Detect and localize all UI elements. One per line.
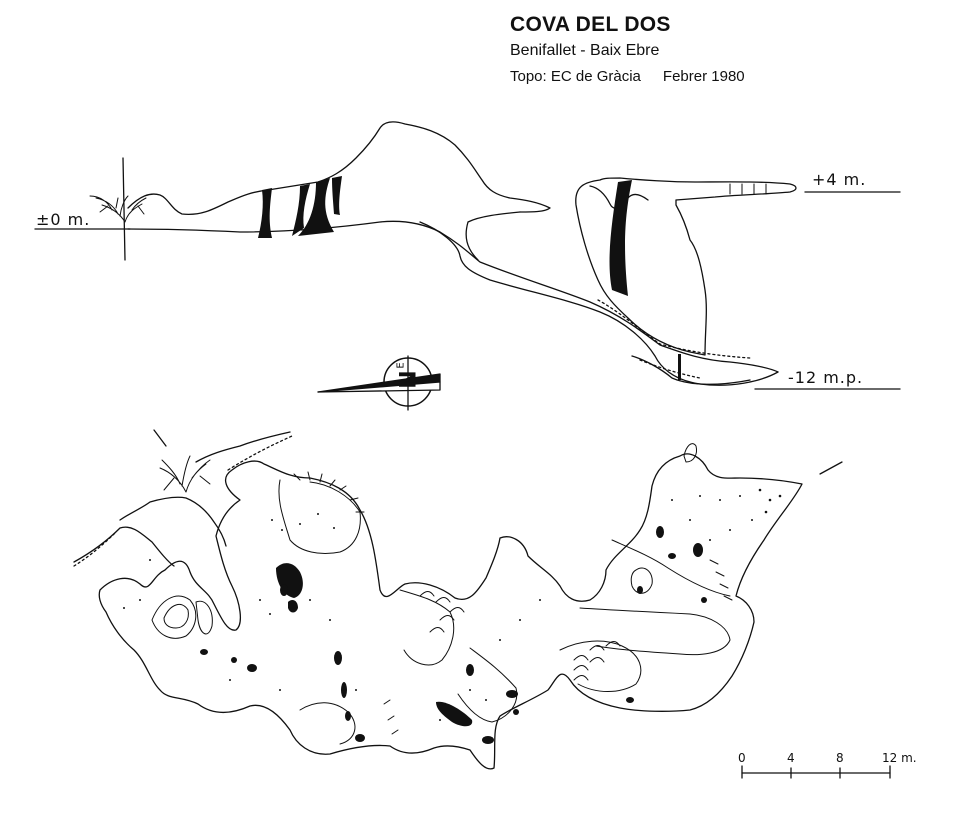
- east-letter: E: [395, 362, 407, 369]
- plan-section: [73, 429, 843, 770]
- profile-formations: [258, 176, 681, 380]
- plan-contour: [299, 702, 356, 745]
- scale-tick-label: 12 m.: [882, 751, 917, 765]
- location: Benifallet - Baix Ebre: [510, 42, 660, 59]
- plan-side-gallery: [73, 526, 175, 567]
- plan-dotted-edge: [73, 531, 117, 567]
- plan-floor-dots: [123, 488, 782, 721]
- north-letter: N: [396, 370, 422, 389]
- plan-contour: [163, 603, 189, 629]
- plan-dotted-edge: [227, 435, 293, 471]
- plan-entrance-marker: [153, 429, 167, 447]
- scale-tick-label: 8: [836, 751, 844, 765]
- plan-side-gallery: [119, 496, 227, 547]
- profile-lower-floor: [419, 221, 779, 386]
- passage-tick-marks: [729, 183, 767, 195]
- survey-date: Febrer 1980: [662, 68, 745, 85]
- plan-tree-icon: [159, 455, 211, 493]
- plan-contour: [195, 600, 213, 635]
- scale-tick-label: 4: [787, 751, 795, 765]
- entrance-tree-icon: [89, 195, 147, 223]
- plan-contour: [559, 640, 642, 692]
- profile-shaft: [575, 177, 797, 356]
- plan-contour: [151, 595, 197, 639]
- profile-dotted-wall: [597, 299, 751, 359]
- cave-name: COVA DEL DOS: [510, 13, 671, 36]
- entrance-vertical: [122, 157, 126, 261]
- level-label-plus4: +4 m.: [812, 170, 867, 189]
- plan-contour: [611, 539, 731, 597]
- level-label-zero: ±0 m.: [36, 210, 91, 229]
- north-arrow-icon: [317, 355, 441, 411]
- title-block: COVA DEL DOS Benifallet - Baix Ebre Topo…: [510, 12, 745, 88]
- plan-contour: [579, 607, 731, 656]
- plan-contour: [399, 589, 455, 666]
- profile-dotted-floor: [639, 359, 701, 379]
- credits: Topo: EC de Gràcia Febrer 1980: [510, 66, 745, 88]
- plan-contour: [457, 647, 518, 723]
- plan-contour: [278, 479, 361, 554]
- scale-bar: [741, 765, 891, 779]
- plan-side-gallery: [195, 431, 291, 463]
- profile-bottom-chamber: [631, 355, 751, 385]
- plan-exit-marker: [819, 461, 843, 475]
- plan-contour: [630, 567, 653, 594]
- profile-section: [34, 121, 901, 390]
- scale-tick-label: 0: [738, 751, 746, 765]
- plan-drop-hatching: [293, 471, 733, 735]
- plan-contour: [683, 443, 697, 463]
- profile-inner-wall: [465, 211, 521, 261]
- survey-credit: Topo: EC de Gràcia: [510, 68, 641, 85]
- level-label-minus12: -12 m.p.: [788, 368, 864, 387]
- plan-formations: [200, 526, 707, 744]
- profile-ceiling: [127, 121, 551, 216]
- plan-outline: [98, 453, 803, 770]
